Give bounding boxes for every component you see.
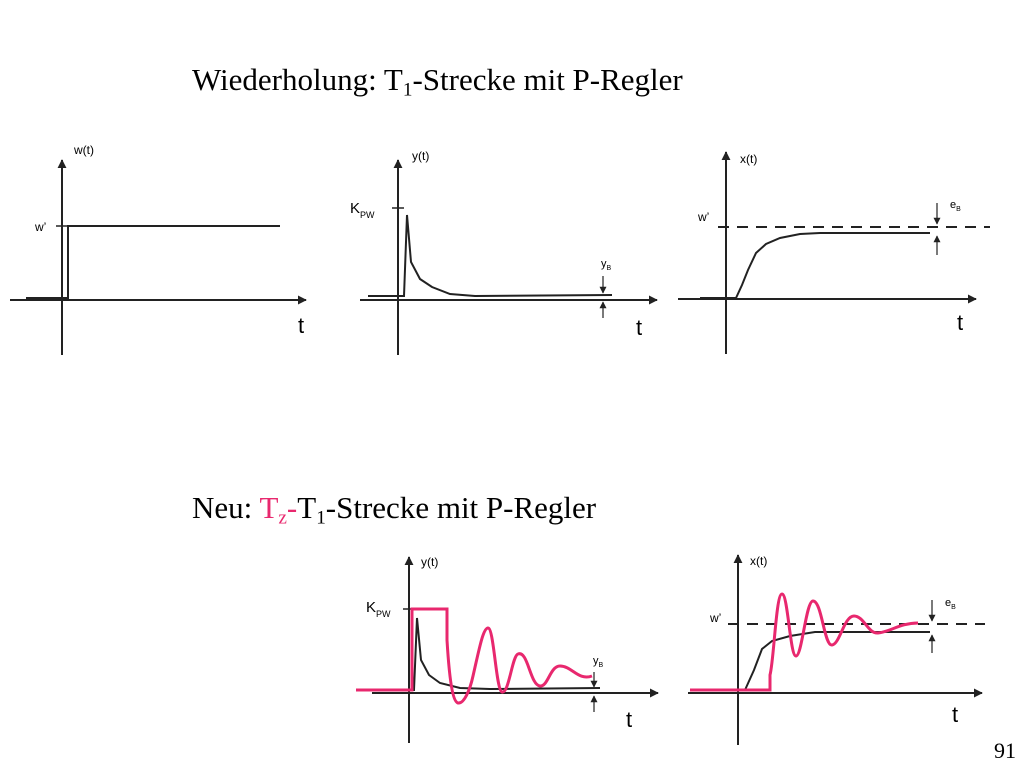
controlled-variable-curve-deadtime (690, 592, 919, 692)
plot-controller-output: y(t) KPW yB t (350, 149, 658, 355)
w-plot-time-label: t (298, 313, 304, 338)
title-new-t1: T1 (297, 490, 326, 529)
title-new: Neu: Tz-T1-Strecke mit P-Regler (192, 490, 597, 529)
yb2-label: yB (593, 655, 604, 669)
plot-controlled-variable: x(t) w’ eB t (678, 151, 990, 354)
plot-controlled-variable-deadtime: x(t) w’ eB t (688, 554, 985, 745)
controller-output-curve-deadtime (356, 607, 593, 705)
w-axis-label: w(t) (73, 143, 94, 157)
yb-label: yB (601, 258, 612, 272)
title-repetition-subscript: 1 (402, 79, 413, 101)
title-repetition-text: Wiederholung: T (192, 62, 403, 97)
title-new-suffix: -Strecke mit P-Regler (325, 490, 597, 525)
w-prime-label-x: w’ (697, 210, 709, 224)
controller-output-curve-reference (380, 617, 601, 691)
eb-label: eB (950, 199, 961, 213)
w-prime-label: w’ (34, 220, 46, 234)
eb2-label: eB (945, 597, 956, 611)
title-repetition-suffix: -Strecke mit P-Regler (412, 62, 683, 97)
controlled-variable-curve (700, 232, 930, 299)
setpoint-step-curve (26, 225, 280, 299)
kpw2-label: KPW (366, 599, 391, 619)
x-plot-time-label: t (957, 310, 963, 335)
title-new-text: Neu: (192, 490, 260, 525)
kpw-label: KPW (350, 200, 375, 220)
y2-plot-time-label: t (626, 707, 632, 732)
plot-setpoint-step: w(t) w’ t (10, 143, 307, 355)
title-new-dash: - (286, 490, 298, 525)
title-repetition: Wiederholung: T1-Strecke mit P-Regler (192, 62, 683, 101)
controlled-variable-curve-reference (744, 631, 930, 691)
y2-axis-label: y(t) (421, 555, 438, 569)
x-axis-label: x(t) (740, 152, 757, 166)
page-number: 91 (994, 738, 1016, 763)
x2-plot-time-label: t (952, 702, 958, 727)
w-prime-label-x2: w’ (709, 611, 721, 625)
plot-controller-output-deadtime: y(t) KPW yB t (356, 555, 659, 743)
title-new-tz: Tz (259, 490, 287, 529)
y-axis-label: y(t) (412, 149, 429, 163)
x2-axis-label: x(t) (750, 554, 767, 568)
y-plot-time-label: t (636, 315, 642, 340)
controller-output-curve (368, 214, 613, 298)
